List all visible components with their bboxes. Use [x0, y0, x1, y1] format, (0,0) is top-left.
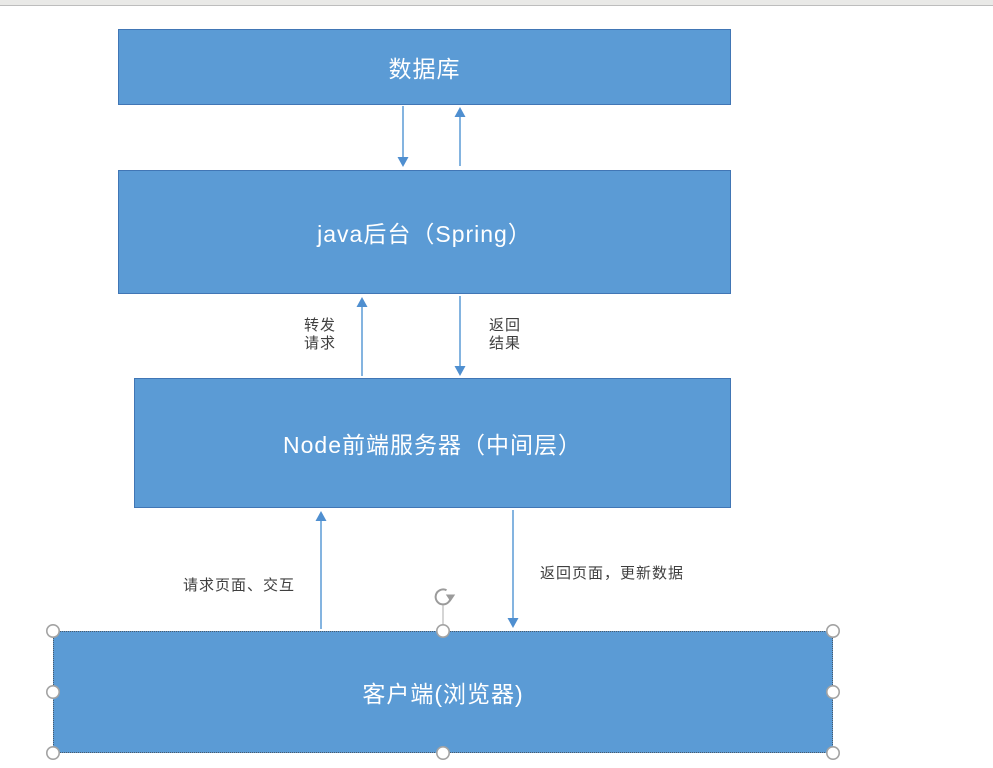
selection-handle-top-center[interactable] [435, 623, 450, 638]
arrow-client-to-node [315, 511, 327, 629]
arrow-node-to-java [356, 297, 368, 376]
arrow-node-to-client [507, 510, 519, 628]
edge-label-forward-request: 转发 请求 [303, 317, 336, 352]
selection-handle-top-right[interactable] [825, 623, 840, 638]
edge-label-request-page: 请求页面、交互 [183, 577, 296, 594]
selection-handle-top-left[interactable] [45, 623, 60, 638]
edge-label-return-result: 返回 结果 [488, 317, 521, 352]
shape-client-browser-label: 客户端(浏览器) [362, 681, 524, 707]
shape-java-backend[interactable]: java后台（Spring） [118, 170, 731, 294]
selection-handle-bottom-center[interactable] [435, 745, 450, 760]
edge-label-return-page: 返回页面，更新数据 [540, 565, 685, 582]
selection-handle-mid-right[interactable] [825, 684, 840, 699]
app-top-strip [0, 0, 993, 6]
selection-handle-mid-left[interactable] [45, 684, 60, 699]
selection-handle-bottom-left[interactable] [45, 745, 60, 760]
shape-database[interactable]: 数据库 [118, 29, 731, 105]
arrow-java-to-database [454, 107, 466, 166]
rotate-handle[interactable] [434, 588, 456, 626]
shape-node-server[interactable]: Node前端服务器（中间层） [134, 378, 731, 508]
arrow-java-to-node [454, 296, 466, 376]
arrow-database-to-java [397, 106, 409, 167]
shape-database-label: 数据库 [388, 56, 461, 82]
shape-java-backend-label: java后台（Spring） [317, 221, 532, 247]
shape-node-server-label: Node前端服务器（中间层） [283, 432, 582, 458]
selection-handle-bottom-right[interactable] [825, 745, 840, 760]
